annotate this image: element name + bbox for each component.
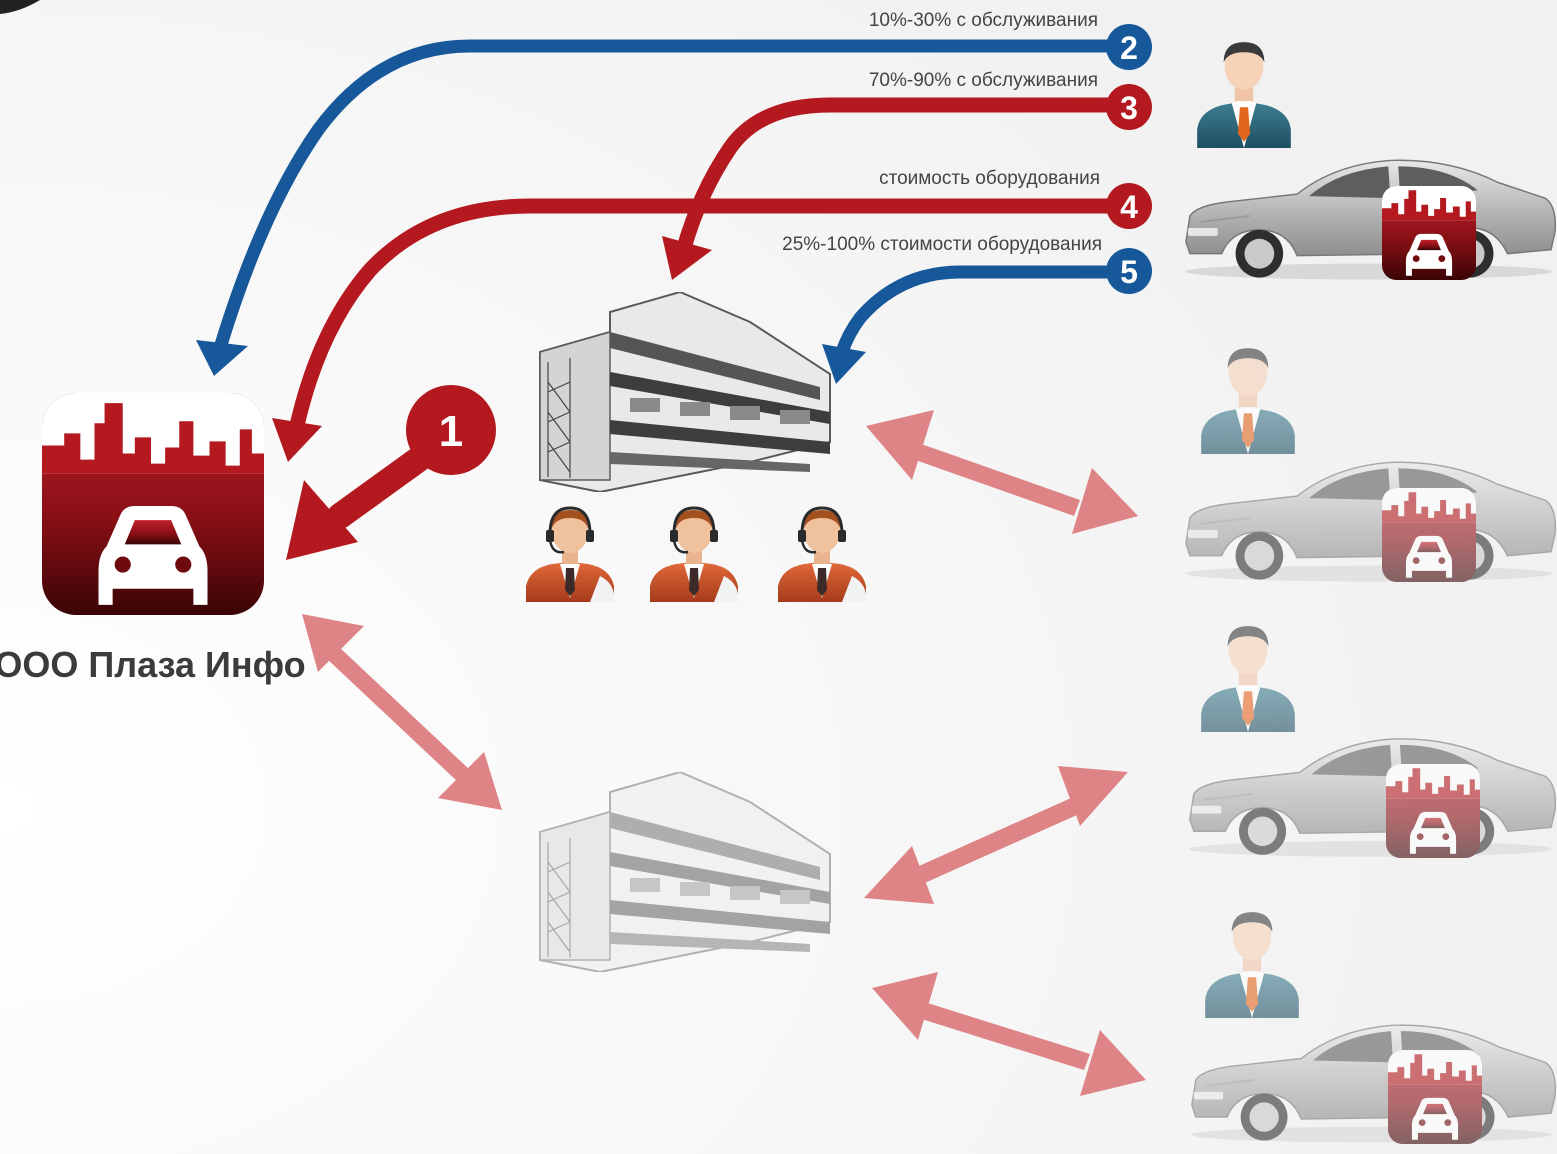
step-number-2: 2 (1120, 30, 1138, 66)
step-badge-4: 4 (1106, 183, 1152, 229)
car-app-badge-icon (1382, 488, 1476, 582)
company-name: ООО Плаза Инфо (0, 644, 306, 685)
flow-arrowhead-4 (272, 418, 322, 462)
step-badge-3: 3 (1106, 84, 1152, 130)
step-number-5: 5 (1120, 254, 1138, 290)
car-app-badge-icon (1386, 764, 1480, 858)
double-arrow-building2-car-4 (872, 972, 1146, 1096)
flow-arrowhead-5 (822, 344, 866, 384)
double-arrow-app-building-2 (302, 614, 502, 810)
step-number-3: 3 (1120, 90, 1138, 126)
flow-arrowhead-2 (196, 340, 248, 376)
step-number-4: 4 (1120, 189, 1138, 225)
car-app-badge-icon (1382, 186, 1476, 280)
flow-arrow-3 (676, 97, 1136, 256)
flow-label-2: 10%-30% с обслуживания (869, 10, 1098, 31)
step-number-1: 1 (439, 407, 463, 456)
flow-arrowhead-3 (662, 236, 712, 280)
step-badge-2: 2 (1106, 24, 1152, 70)
step-badge-1: 1 (406, 385, 496, 475)
flow-label-3: 70%-90% с обслуживания (869, 70, 1098, 91)
flow-arrow-2 (213, 39, 1135, 355)
car-city-app-icon (42, 393, 264, 615)
flow-label-4: стоимость оборудования (879, 168, 1100, 189)
corner-logo-fragment (0, 0, 40, 14)
car-app-badge-icon (1388, 1050, 1482, 1144)
double-arrow-building-car-1 (866, 410, 1138, 534)
flow-label-5: 25%-100% стоимости оборудования (782, 234, 1102, 255)
double-arrow-building2-car-3 (864, 766, 1128, 904)
flow-arrowhead-1 (286, 480, 358, 560)
flow-arrow-4 (288, 198, 1136, 438)
flow-arrow-5 (835, 265, 1135, 359)
step-badge-5: 5 (1106, 248, 1152, 294)
